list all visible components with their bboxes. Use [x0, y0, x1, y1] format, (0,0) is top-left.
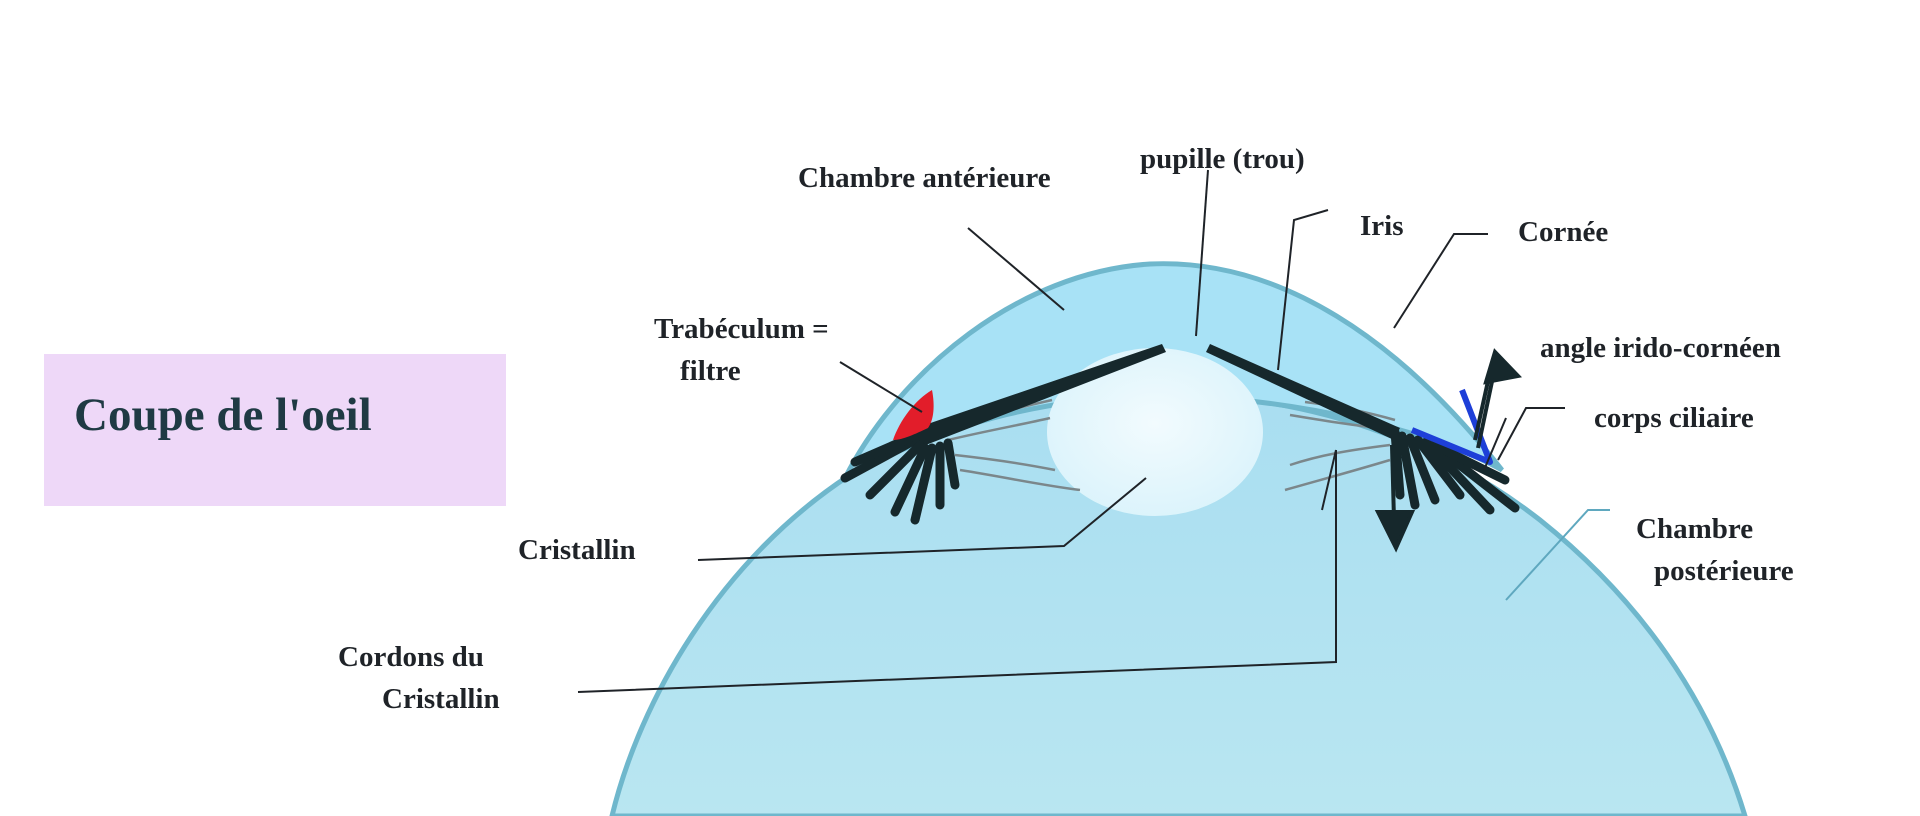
- label-chambre-posterieure: Chambre postérieure: [1636, 508, 1794, 592]
- label-chambre-posterieure-line1: Chambre: [1636, 513, 1754, 545]
- label-trabeculum-line1: Trabéculum =: [654, 313, 829, 345]
- ciliary-body-right: [1390, 427, 1520, 515]
- label-chambre-posterieure-line2: postérieure: [1654, 555, 1794, 588]
- label-iris: Iris: [1360, 210, 1404, 242]
- iris-right: [1206, 344, 1400, 440]
- lens: [1047, 348, 1263, 516]
- label-cordons-line1: Cordons du: [338, 641, 484, 673]
- label-cristallin: Cristallin: [518, 534, 636, 566]
- flow-arrows: [1374, 348, 1523, 553]
- label-pupille: pupille (trou): [1140, 143, 1305, 175]
- title-box: Coupe de l'oeil: [44, 354, 506, 506]
- label-angle-irido-corneen: angle irido-cornéen: [1540, 332, 1781, 364]
- label-chambre-anterieure: Chambre antérieure: [798, 162, 1051, 194]
- angle-highlight: [1410, 388, 1493, 465]
- label-cordons-du-cristallin: Cordons du Cristallin: [338, 636, 500, 720]
- label-trabeculum-line2: filtre: [680, 355, 741, 388]
- ciliary-body-left: [840, 433, 960, 525]
- page-title: Coupe de l'oeil: [74, 389, 372, 441]
- posterior-chamber-leader: [1505, 509, 1610, 601]
- label-trabeculum: Trabéculum = filtre: [654, 308, 829, 392]
- label-cordons-line2: Cristallin: [382, 683, 500, 716]
- label-corps-ciliaire: corps ciliaire: [1594, 402, 1754, 434]
- leader-lines: [577, 169, 1565, 693]
- label-cornee: Cornée: [1518, 216, 1609, 248]
- trabeculum: [893, 390, 934, 440]
- iris-left: [910, 344, 1166, 448]
